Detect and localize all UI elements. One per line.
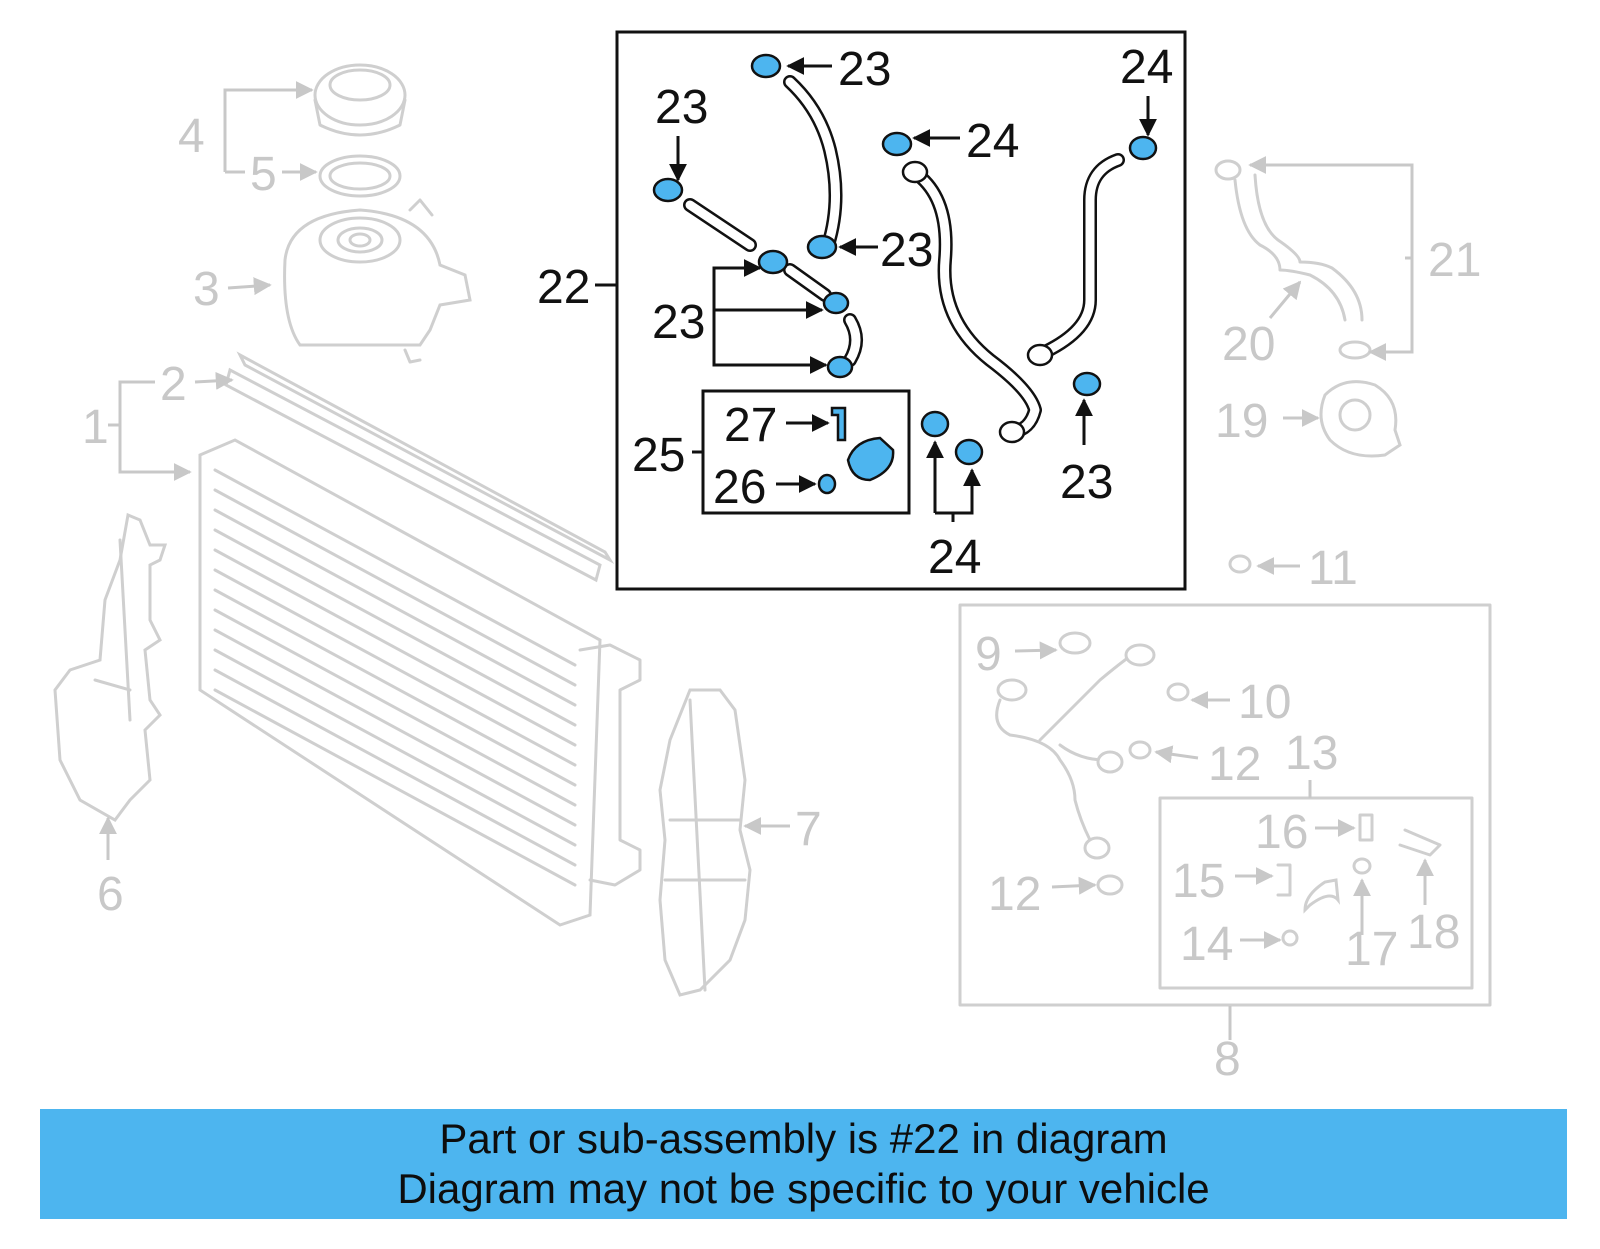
callout-labels: 1 2 3 4 5 6 7 8 9 10 11 12 12 13 14 15 1…	[82, 41, 1481, 1086]
gray-leaders	[99, 81, 1434, 1040]
clamp-11	[1228, 554, 1252, 574]
banner-line-1: Part or sub-assembly is #22 in diagram	[439, 1115, 1168, 1162]
callout-17: 17	[1345, 923, 1398, 976]
radiator	[198, 438, 642, 927]
water-pump-19	[1319, 380, 1402, 458]
callout-23a: 23	[838, 43, 891, 96]
kit-25-parts	[817, 406, 895, 495]
callout-24c: 24	[928, 531, 981, 584]
cap-seal	[318, 154, 402, 198]
callout-22: 22	[537, 261, 590, 314]
callout-10: 10	[1238, 676, 1291, 729]
assembly-22-frame	[615, 30, 1187, 591]
callout-15: 15	[1172, 855, 1225, 908]
callout-12b: 12	[988, 868, 1041, 921]
right-air-guide	[658, 688, 752, 997]
callout-18: 18	[1407, 906, 1460, 959]
callout-6: 6	[97, 868, 124, 921]
callout-14: 14	[1180, 918, 1233, 971]
callout-2: 2	[160, 358, 187, 411]
callout-12a: 12	[1208, 738, 1261, 791]
callout-23d: 23	[652, 296, 705, 349]
callout-27: 27	[724, 399, 777, 452]
callout-24b: 24	[966, 115, 1019, 168]
callout-7: 7	[795, 803, 822, 856]
callout-13: 13	[1285, 727, 1338, 780]
info-banner: Part or sub-assembly is #22 in diagram D…	[40, 1109, 1567, 1219]
callout-1: 1	[82, 401, 109, 454]
left-air-guide	[53, 512, 168, 822]
callout-4: 4	[178, 110, 205, 163]
banner-line-2: Diagram may not be specific to your vehi…	[397, 1165, 1210, 1212]
callout-21: 21	[1428, 234, 1481, 287]
coolant-reservoir	[283, 198, 472, 364]
hose-assembly-8	[958, 603, 1492, 1007]
callout-3: 3	[193, 263, 220, 316]
callout-19: 19	[1215, 395, 1268, 448]
black-leaders	[595, 57, 1157, 522]
right-hose-21	[1214, 159, 1372, 360]
callout-9: 9	[975, 628, 1002, 681]
sensor-kit-13	[1158, 796, 1474, 990]
callout-23c: 23	[880, 224, 933, 277]
callout-24a: 24	[1120, 41, 1173, 94]
callout-11: 11	[1308, 542, 1358, 595]
callout-20: 20	[1222, 318, 1275, 371]
callout-25: 25	[632, 429, 685, 482]
callout-23b: 23	[655, 81, 708, 134]
callout-8: 8	[1214, 1033, 1241, 1086]
callout-16: 16	[1255, 806, 1308, 859]
coolant-hoses-22	[683, 75, 1125, 444]
reservoir-cap	[313, 63, 407, 137]
callout-26: 26	[713, 461, 766, 514]
callout-23e: 23	[1060, 456, 1113, 509]
callout-5: 5	[250, 148, 277, 201]
clamps-23-24	[652, 53, 1158, 466]
